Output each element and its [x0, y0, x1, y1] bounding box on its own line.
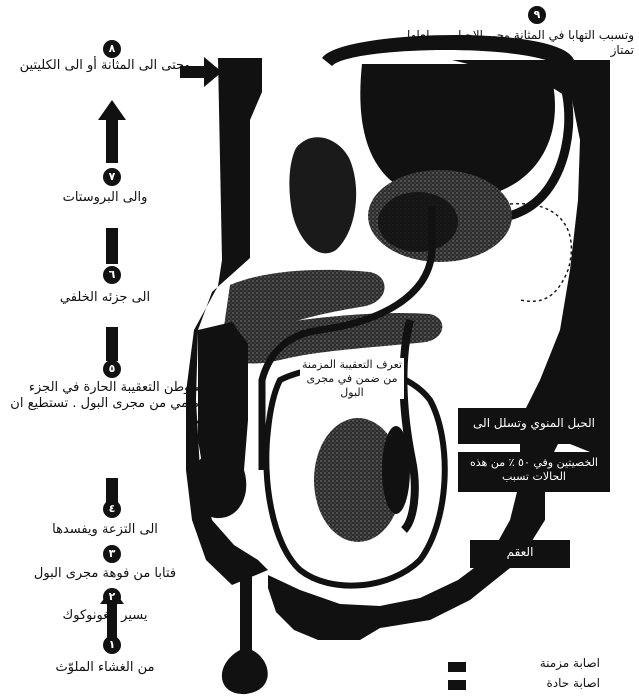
cord-annotation: الحبل المنوي وتسلل الى — [462, 416, 606, 431]
step-2-label: يسير الغونوكوك — [0, 608, 210, 624]
legend-swatch-chronic — [448, 662, 466, 672]
step-5-number: ٥ — [103, 360, 121, 378]
step-7-number: ٧ — [103, 168, 121, 186]
infection-source — [222, 574, 268, 694]
step-8-label: وحتى الى المثانة أو الى الكليتين — [0, 58, 210, 74]
prostate-core — [378, 192, 458, 252]
step-1-number: ١ — [103, 636, 121, 654]
vas-deferens-dotted — [510, 204, 571, 302]
testes-annotation: الخصيتين وفي ٥٠ ٪ من هذه الحالات تسبب — [462, 456, 606, 484]
urethra-annotation: تعرف التعقيبة المزمنة من ضمن في مجرى الب… — [300, 358, 404, 399]
legend-label-chronic: اصابة مزمنة — [480, 656, 600, 671]
arrow-segment-5 — [106, 327, 118, 361]
legend-label-acute: اصابة حادة — [480, 676, 600, 691]
legend-swatch-acute — [448, 680, 466, 690]
glans — [193, 450, 246, 518]
step-3-label: فتابا من فوهة مجرى البول — [0, 566, 210, 582]
arrow-up-top — [98, 100, 126, 163]
step-1-label: من الغشاء الملوّث — [0, 660, 210, 676]
step-4-label: الى التزعة ويفسدها — [0, 522, 210, 538]
step-2-number: ٢ — [103, 588, 121, 606]
step-4-number: ٤ — [103, 500, 121, 518]
step-5-label: تستوطن التعقيبة الحارة في الجزء الامامي … — [6, 380, 210, 429]
step-8-number: ٨ — [103, 40, 121, 58]
step-3-number: ٣ — [103, 545, 121, 563]
step-9-number: ٩ — [528, 6, 546, 24]
step-6-number: ٦ — [103, 266, 121, 284]
step-7-label: والى البروستات — [0, 190, 210, 206]
step-6-label: الى جزئه الخلفي — [0, 290, 210, 306]
seminal-vesicle — [289, 137, 356, 253]
sterility-annotation: العقم — [474, 545, 566, 560]
arrow-segment-6 — [106, 228, 118, 264]
step-9-label: وتسبب التهابا في المثانة وحي الاحباب . و… — [400, 28, 634, 58]
